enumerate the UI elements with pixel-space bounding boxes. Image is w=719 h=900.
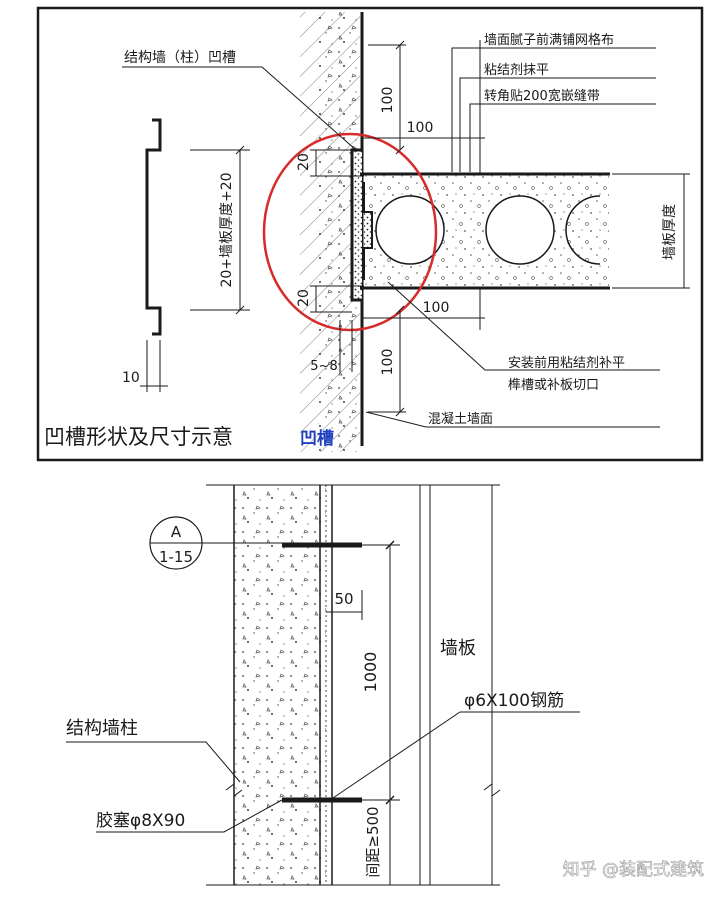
dim-1000: 1000 bbox=[361, 652, 380, 693]
highlight-circle bbox=[262, 132, 438, 332]
callout-mesh: 墙面腻子前满铺网格布 bbox=[484, 32, 614, 48]
dim-20-bottom: 20 bbox=[296, 289, 312, 307]
dim-20-top: 20 bbox=[296, 153, 312, 171]
groove-label: 凹槽 bbox=[300, 428, 334, 449]
dim-50: 50 bbox=[334, 590, 353, 608]
callout-adhesive: 粘结剂抹平 bbox=[484, 63, 549, 78]
dim-5-8: 5~8 bbox=[310, 359, 337, 374]
label-rebar: φ6X100钢筋 bbox=[464, 691, 564, 711]
detail-ref: 1-15 bbox=[159, 548, 193, 566]
groove-profile bbox=[145, 118, 162, 336]
wall-panel-section bbox=[360, 172, 610, 290]
dim-10: 10 bbox=[122, 370, 140, 386]
dim-groove-height: 20+墙板厚度+20 bbox=[219, 172, 235, 287]
dim-500: 间距≥500 bbox=[364, 806, 382, 877]
label-wall-panel: 墙板 bbox=[440, 638, 476, 659]
callout-groove: 结构墙（柱）凹槽 bbox=[124, 50, 236, 66]
top-caption: 凹槽形状及尺寸示意 bbox=[44, 425, 233, 449]
label-structure: 结构墙柱 bbox=[66, 718, 138, 739]
callout-tape: 转角贴200宽嵌缝带 bbox=[484, 88, 600, 104]
bottom-detail bbox=[66, 484, 580, 886]
right-dims bbox=[310, 40, 690, 417]
callout-concrete: 混凝土墙面 bbox=[428, 411, 493, 427]
dim-panel-thickness: 墙板厚度 bbox=[662, 204, 678, 260]
dim-100-h-bottom: 100 bbox=[423, 300, 450, 316]
watermark: 知乎 @装配式建筑 bbox=[563, 860, 704, 880]
dim-100-bottom: 100 bbox=[380, 349, 396, 376]
detail-letter: A bbox=[171, 523, 182, 541]
dim-100-top: 100 bbox=[380, 87, 396, 114]
label-plug: 胶塞φ8X90 bbox=[96, 811, 185, 831]
callout-repair-2: 榫槽或补板切口 bbox=[508, 378, 599, 393]
dim-100-h-top: 100 bbox=[407, 120, 434, 136]
concrete-wall bbox=[300, 12, 364, 452]
callout-leaders bbox=[122, 47, 660, 428]
groove-profile-dims bbox=[140, 145, 250, 392]
callout-repair-1: 安装前用粘结剂补平 bbox=[508, 355, 625, 371]
